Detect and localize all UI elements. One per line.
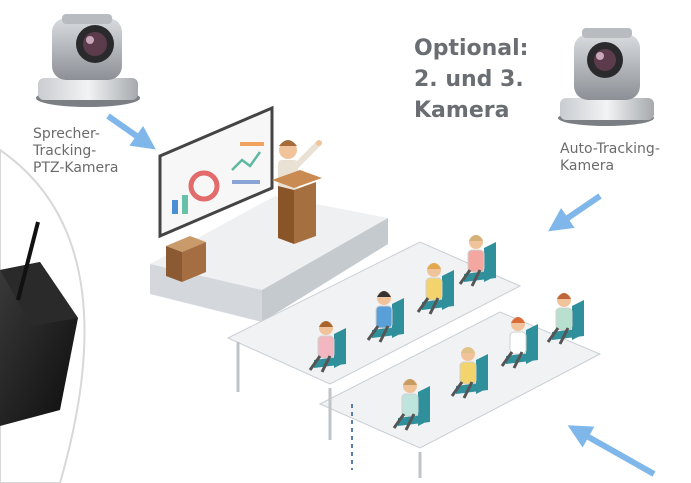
arrow-icon [567,425,656,477]
note-line: 2. und 3. [414,67,524,92]
wireless-device [0,148,86,483]
optional-cameras-note: Optional: 2. und 3. Kamera [414,33,528,126]
seated-participant [450,347,488,399]
label-line: Kamera [560,158,615,174]
seated-participant [416,263,454,315]
speaker-camera-label: Sprecher- Tracking- PTZ-Kamera [33,126,119,177]
seated-participant [458,235,496,287]
side-cabinet [166,236,206,282]
seated-participant [500,317,538,369]
label-line: Sprecher- [33,126,100,142]
note-line: Optional: [414,36,529,61]
seated-participant [366,291,404,343]
label-line: Auto-Tracking- [560,141,660,157]
participants [308,235,584,431]
seated-participant [392,379,430,431]
auto-tracking-camera-icon [558,28,654,126]
arrow-icon [548,193,602,232]
auto-camera-label: Auto-Tracking- Kamera [560,141,660,175]
arrow-icon [106,113,156,150]
seated-participant [308,321,346,373]
label-line: PTZ-Kamera [33,160,119,176]
podium [272,170,322,244]
speaker-tracking-camera-icon [36,14,140,107]
presentation-screen [158,105,274,239]
seated-participant [546,293,584,345]
note-line: Kamera [414,98,510,123]
label-line: Tracking- [33,143,97,159]
